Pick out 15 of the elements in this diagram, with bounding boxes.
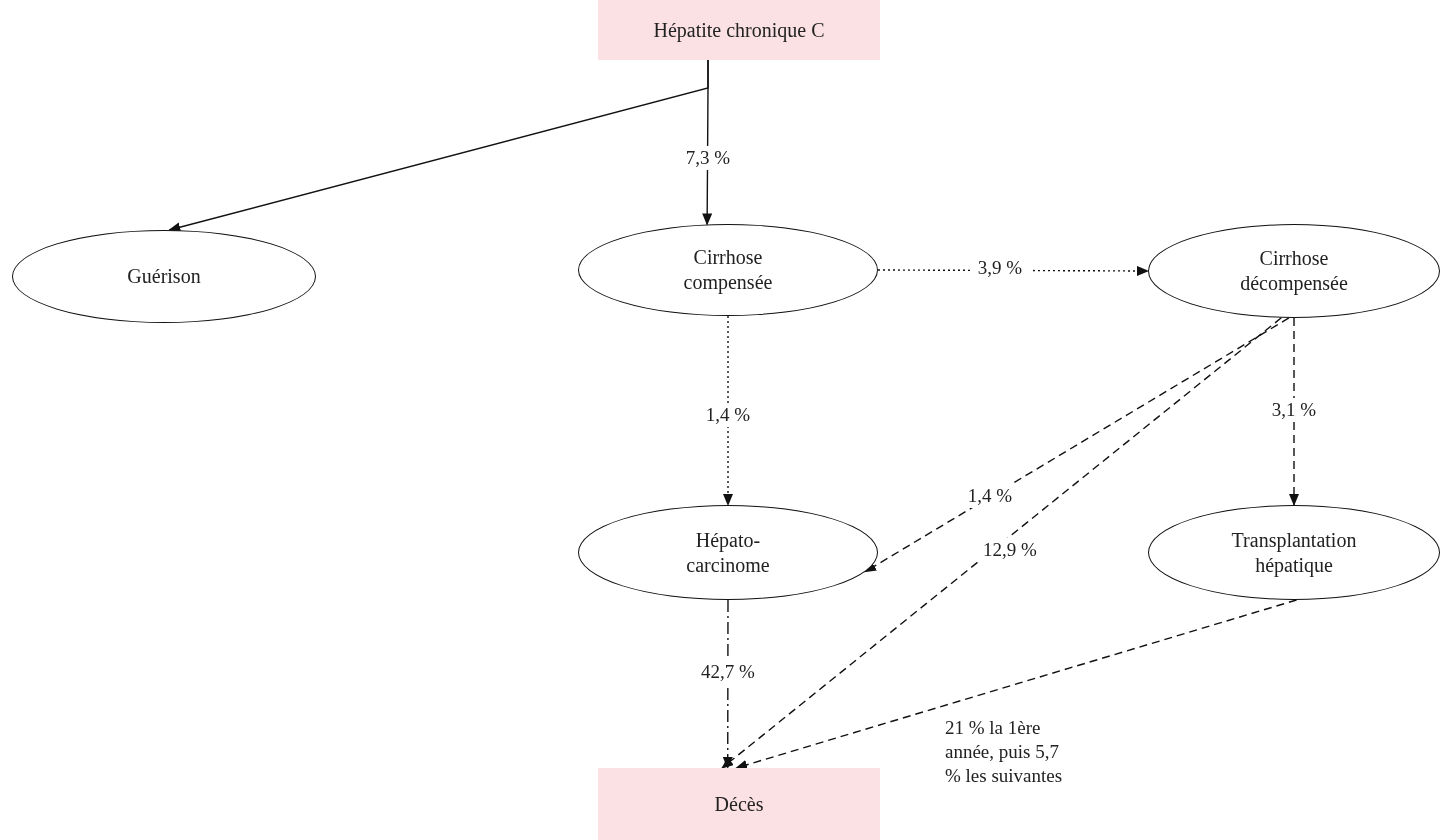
- node-text: Cirrhose décompensée: [1239, 246, 1349, 296]
- node-text: Hépatite chronique C: [653, 17, 825, 43]
- node-text: Transplantation hépatique: [1230, 527, 1358, 578]
- arrow: [721, 317, 1282, 769]
- arrow: [1289, 317, 1299, 506]
- arrow: [723, 315, 733, 506]
- node-text: Cirrhose compensée: [682, 245, 774, 295]
- node-text: Décès: [714, 791, 764, 817]
- node-text: Hépato- carcinome: [685, 527, 771, 578]
- arrow: [735, 599, 1298, 770]
- arrow: [864, 317, 1290, 573]
- arrow: [722, 599, 733, 769]
- process-box: [598, 0, 880, 60]
- node-text: Guérison: [127, 264, 201, 289]
- process-box: [598, 768, 880, 840]
